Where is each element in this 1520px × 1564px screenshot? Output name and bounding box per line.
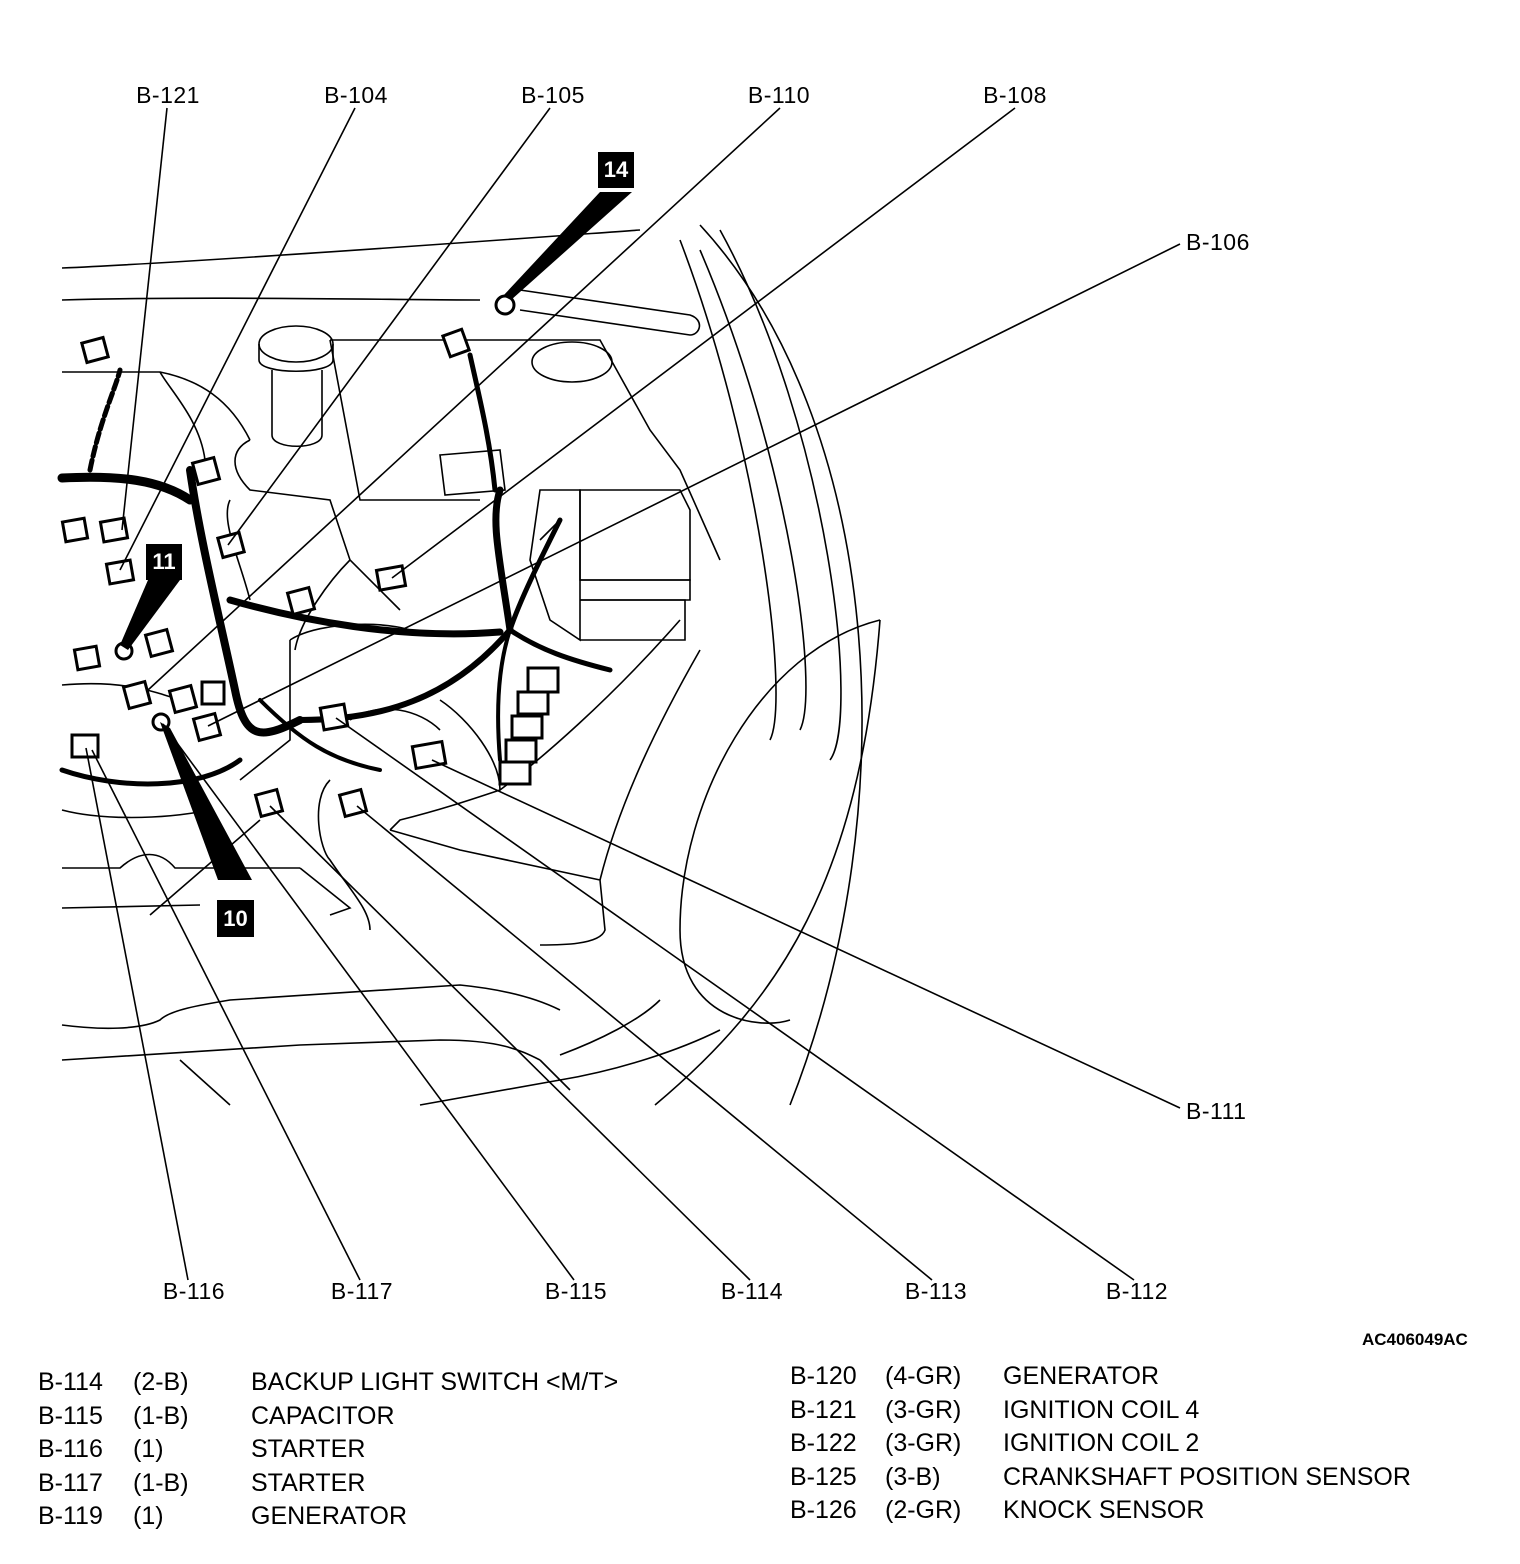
connector (143, 627, 175, 659)
callout-b-105: B-105 (521, 82, 585, 108)
connector (440, 327, 472, 359)
legend-desc: STARTER (251, 1468, 366, 1497)
legend-code: B-120 (790, 1362, 857, 1390)
connector (285, 585, 317, 617)
connector (516, 690, 550, 716)
callout-b-110: B-110 (747, 82, 811, 108)
badge-14: 14 (598, 152, 634, 188)
connector (374, 564, 408, 592)
connectors (60, 294, 560, 819)
callout-b-113: B-113 (904, 1278, 968, 1304)
connector (318, 702, 350, 732)
legend-right: B-120 (4-GR) GENERATOR B-121 (3-GR) IGNITION… (790, 1360, 1411, 1528)
connector (190, 455, 222, 487)
callout-b-106: B-106 (1186, 229, 1250, 255)
legend-desc: STARTER (251, 1435, 366, 1463)
legend-row: B-115 (1-B) CAPACITOR (38, 1400, 618, 1434)
legend-row: B-116 (1) STARTER (38, 1433, 618, 1467)
legend-size: (3-GR) (885, 1395, 962, 1424)
legend-desc: CRANKSHAFT POSITION SENSOR (1003, 1462, 1411, 1491)
legend-row: B-125 (3-B) CRANKSHAFT POSITION SENSOR (790, 1461, 1411, 1495)
connector (191, 711, 223, 743)
legend-desc: IGNITION COIL 2 (1003, 1429, 1200, 1457)
legend-size: (2-GR) (885, 1496, 962, 1524)
connector (200, 680, 226, 706)
legend-size: (1-B) (133, 1468, 189, 1497)
callout-b-116: B-116 (162, 1278, 226, 1304)
connector (98, 516, 130, 544)
legend-desc: GENERATOR (251, 1502, 408, 1530)
legend-code: B-121 (790, 1395, 857, 1424)
connector (510, 714, 544, 740)
connector (79, 335, 111, 365)
badge-10: 10 (217, 900, 254, 937)
legend-left: B-114 (2-B) BACKUP LIGHT SWITCH <M/T> B-11… (38, 1366, 618, 1534)
legend-row: B-117 (1-B) STARTER (38, 1467, 618, 1501)
legend-code: B-125 (790, 1462, 857, 1491)
callout-b-112: B-112 (1105, 1278, 1169, 1304)
connector (253, 787, 285, 819)
legend-size: (2-B) (133, 1368, 189, 1396)
connector (526, 666, 560, 694)
legend-size: (3-GR) (885, 1429, 962, 1457)
connector (121, 679, 153, 711)
badge-11: 11 (146, 544, 182, 580)
callout-b-114: B-114 (720, 1278, 784, 1304)
legend-code: B-116 (38, 1435, 103, 1463)
legend-size: (1-B) (133, 1401, 189, 1430)
connector (72, 644, 102, 672)
callout-b-115: B-115 (544, 1278, 608, 1304)
legend-row: B-119 (1) GENERATOR (38, 1500, 618, 1534)
figure-id: AC406049AC (1362, 1330, 1468, 1349)
legend-size: (3-B) (885, 1462, 941, 1491)
legend-size: (1) (133, 1435, 164, 1463)
callout-b-117: B-117 (330, 1278, 394, 1304)
legend-code: B-114 (38, 1368, 103, 1396)
connector (167, 683, 199, 715)
connector (498, 760, 532, 786)
legend-desc: IGNITION COIL 4 (1003, 1395, 1200, 1424)
legend-code: B-119 (38, 1502, 103, 1530)
connector (337, 787, 369, 819)
legend-size: (1) (133, 1502, 164, 1530)
legend-desc: BACKUP LIGHT SWITCH <M/T> (251, 1368, 619, 1396)
legend-size: (4-GR) (885, 1362, 962, 1390)
engine-harness-diagram (57, 107, 1181, 1281)
legend-row: B-122 (3-GR) IGNITION COIL 2 (790, 1427, 1411, 1461)
wiring-harness (57, 352, 613, 787)
legend-desc: GENERATOR (1003, 1362, 1160, 1390)
connector (504, 738, 538, 764)
legend-row: B-114 (2-B) BACKUP LIGHT SWITCH <M/T> (38, 1366, 618, 1400)
legend-row: B-121 (3-GR) IGNITION COIL 4 (790, 1394, 1411, 1428)
connector (215, 530, 247, 560)
legend-desc: KNOCK SENSOR (1003, 1496, 1205, 1524)
legend-code: B-126 (790, 1496, 857, 1524)
legend-code: B-117 (38, 1468, 103, 1497)
connector (70, 733, 100, 759)
legend-row: B-126 (2-GR) KNOCK SENSOR (790, 1494, 1411, 1528)
legend-desc: CAPACITOR (251, 1401, 395, 1430)
connector (104, 558, 136, 586)
callout-b-111: B-111 (1186, 1098, 1247, 1124)
badge-pointers (120, 192, 632, 880)
callout-b-108: B-108 (983, 82, 1047, 108)
connector (60, 516, 90, 544)
leader-lines (85, 107, 1181, 1281)
callout-b-121: B-121 (136, 82, 200, 108)
legend-code: B-115 (38, 1401, 103, 1430)
legend-row: B-120 (4-GR) GENERATOR (790, 1360, 1411, 1394)
callout-b-104: B-104 (324, 82, 388, 108)
legend-code: B-122 (790, 1429, 857, 1457)
